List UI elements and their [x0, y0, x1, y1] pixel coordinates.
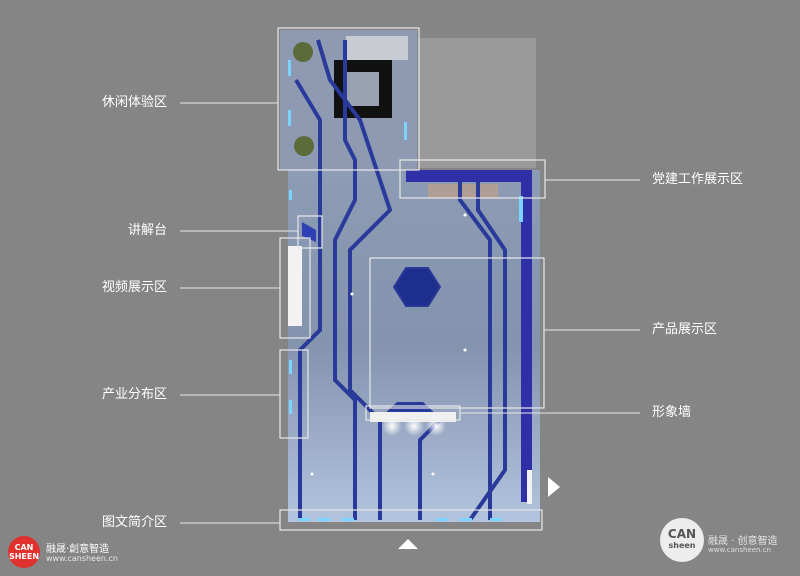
brand-left: CAN SHEEN 融晟·創意智造 www.cansheen.cn	[8, 536, 168, 570]
dot-4	[431, 472, 435, 476]
gray-block	[418, 38, 536, 168]
strip-right-wall	[519, 196, 523, 222]
right-white-bar	[527, 470, 532, 504]
label-video: 视频展示区	[102, 280, 168, 295]
track-1	[294, 78, 322, 520]
brand-right-name: 融晟 · 创意智造	[708, 536, 778, 547]
strip-left-3	[289, 400, 292, 414]
zone-boxes	[277, 27, 546, 531]
dot-5	[310, 472, 314, 476]
label-image-wall: 形象墙	[652, 405, 692, 420]
box-party	[399, 159, 546, 199]
floor-main	[288, 170, 540, 522]
strip-bottom-2	[318, 518, 330, 521]
track-5	[468, 182, 507, 522]
brand-right-url: www.cansheen.cn	[708, 546, 771, 554]
leader-lines	[180, 102, 640, 524]
strip-bottom-5	[460, 518, 472, 521]
box-product	[369, 257, 545, 409]
light-strips	[288, 60, 523, 521]
party-lights	[428, 184, 498, 198]
floor-dots	[310, 213, 467, 476]
brand-left-url: www.cansheen.cn	[46, 554, 118, 563]
arrow-up-icon	[398, 539, 418, 549]
track-3	[316, 39, 393, 520]
right-wall	[521, 170, 532, 502]
brand-left-name: 融晟·創意智造	[46, 544, 110, 555]
label-leisure: 休闲体验区	[102, 95, 168, 110]
strip-bottom-1	[298, 518, 310, 521]
brand-seal-icon: CAN SHEEN	[8, 536, 40, 568]
strip-left-top	[288, 60, 291, 76]
plant-top	[293, 42, 313, 62]
dark-carpet-inner	[345, 72, 379, 106]
tile-area	[346, 36, 408, 60]
label-industry: 产业分布区	[102, 387, 168, 402]
plant-bottom	[294, 136, 314, 156]
hexagon-platform	[392, 267, 442, 307]
strip-left-1	[289, 190, 292, 200]
dot-2	[350, 292, 354, 296]
arrow-right-icon	[548, 477, 560, 497]
logo-text-2: sheen	[668, 541, 696, 550]
image-wall-spot-2	[404, 416, 424, 436]
strip-bottom-4	[436, 518, 448, 521]
seal-text-1: CAN	[14, 543, 34, 552]
dot-1	[463, 213, 467, 217]
logo-text-1: CAN	[667, 527, 697, 541]
track-2	[333, 40, 357, 520]
label-product: 产品展示区	[652, 322, 718, 337]
track-4	[458, 182, 492, 520]
video-screen	[288, 246, 302, 326]
label-intro: 图文简介区	[102, 515, 168, 530]
strip-left-mid	[288, 110, 291, 126]
podium	[302, 222, 316, 242]
label-podium: 讲解台	[128, 223, 168, 238]
strip-right-leisure	[404, 122, 407, 140]
box-intro	[279, 509, 543, 531]
strip-left-2	[289, 360, 292, 374]
strip-bottom-3	[342, 518, 354, 521]
brand-logo-icon: CAN sheen	[660, 518, 704, 562]
box-industry	[279, 349, 309, 439]
strip-bottom-6	[490, 518, 502, 521]
dot-3	[463, 348, 467, 352]
image-wall-spot-1	[382, 416, 402, 436]
label-party: 党建工作展示区	[652, 172, 744, 187]
image-wall-spot-3	[426, 416, 446, 436]
party-wall-top	[406, 170, 532, 182]
seal-text-2: SHEEN	[8, 552, 40, 561]
box-leisure	[277, 27, 420, 171]
brand-right: CAN sheen 融晟 · 创意智造 www.cansheen.cn	[660, 518, 800, 564]
